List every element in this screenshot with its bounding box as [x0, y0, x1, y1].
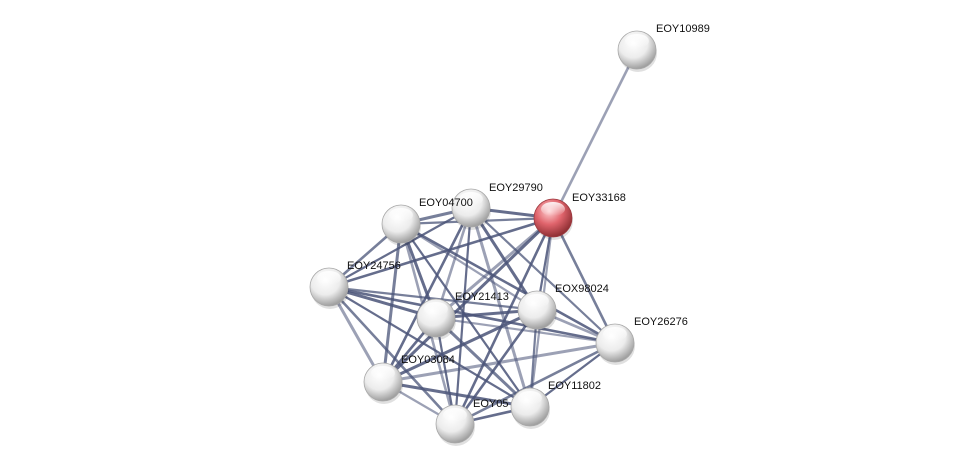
edge-eoy10989-eoy33168: [551, 48, 639, 220]
node-highlight: [541, 202, 565, 216]
node-label-eox98024: EOX98024: [555, 283, 609, 295]
edge-eoy21413-eoy11802: [434, 316, 532, 409]
edge-eoy33168-eoy03084: [381, 216, 555, 384]
node-highlight: [371, 366, 395, 380]
node-eoy05[interactable]: [435, 404, 475, 446]
node-label-eoy26276: EOY26276: [634, 316, 688, 328]
edge-eoy21413-eoy26276: [434, 316, 617, 345]
node-label-eoy11802: EOY11802: [548, 380, 601, 392]
node-highlight: [518, 391, 542, 405]
node-highlight: [443, 408, 467, 422]
node-label-eoy05: EOY05: [473, 398, 508, 410]
node-eoy29790[interactable]: [451, 188, 491, 230]
node-eoy04700[interactable]: [381, 204, 421, 246]
edge-eoy29790-eoy24756: [327, 206, 473, 289]
node-eoy24756[interactable]: [309, 267, 349, 309]
node-highlight: [459, 192, 483, 206]
node-eox98024[interactable]: [517, 290, 557, 332]
node-label-eoy21413: EOY21413: [455, 291, 509, 303]
node-highlight: [424, 302, 448, 316]
node-label-eoy04700: EOY04700: [419, 197, 473, 209]
node-highlight: [525, 294, 549, 308]
edge-eox98024-eoy03084: [381, 308, 539, 384]
node-eoy11802[interactable]: [510, 387, 550, 429]
edge-eoy26276-eoy03084: [381, 341, 617, 384]
edge-eoy29790-eoy11802: [469, 206, 532, 409]
edge-eoy29790-eoy26276: [469, 206, 617, 345]
node-label-eoy29790: EOY29790: [489, 182, 543, 194]
edge-eoy04700-eoy26276: [399, 222, 617, 345]
node-label-eoy33168: EOY33168: [572, 192, 626, 204]
node-highlight: [625, 34, 649, 48]
edge-eoy24756-eox98024: [327, 285, 539, 312]
node-eoy33168[interactable]: [533, 198, 573, 240]
edge-eoy33168-eoy24756: [327, 216, 555, 289]
node-highlight: [317, 271, 341, 285]
edge-eoy04700-eox98024: [399, 222, 539, 312]
edge-eoy03084-eoy11802: [381, 380, 532, 409]
node-label-eoy03084: EOY03084: [401, 354, 455, 366]
node-eoy21413[interactable]: [416, 298, 456, 340]
node-highlight: [389, 208, 413, 222]
edge-eoy04700-eoy03084: [381, 222, 403, 384]
edge-eox98024-eoy05: [453, 308, 539, 426]
edge-eoy26276-eoy05: [453, 341, 617, 426]
edge-eoy33168-eoy26276: [551, 216, 617, 345]
node-layer: [309, 30, 657, 446]
node-label-eoy24756: EOY24756: [347, 260, 401, 272]
node-eoy26276[interactable]: [595, 323, 635, 365]
node-eoy10989[interactable]: [617, 30, 657, 72]
node-eoy03084[interactable]: [363, 362, 403, 404]
node-label-eoy10989: EOY10989: [656, 23, 710, 35]
edge-eoy24756-eoy05: [327, 285, 457, 426]
edge-eoy24756-eoy11802: [327, 285, 532, 409]
node-highlight: [603, 327, 627, 341]
